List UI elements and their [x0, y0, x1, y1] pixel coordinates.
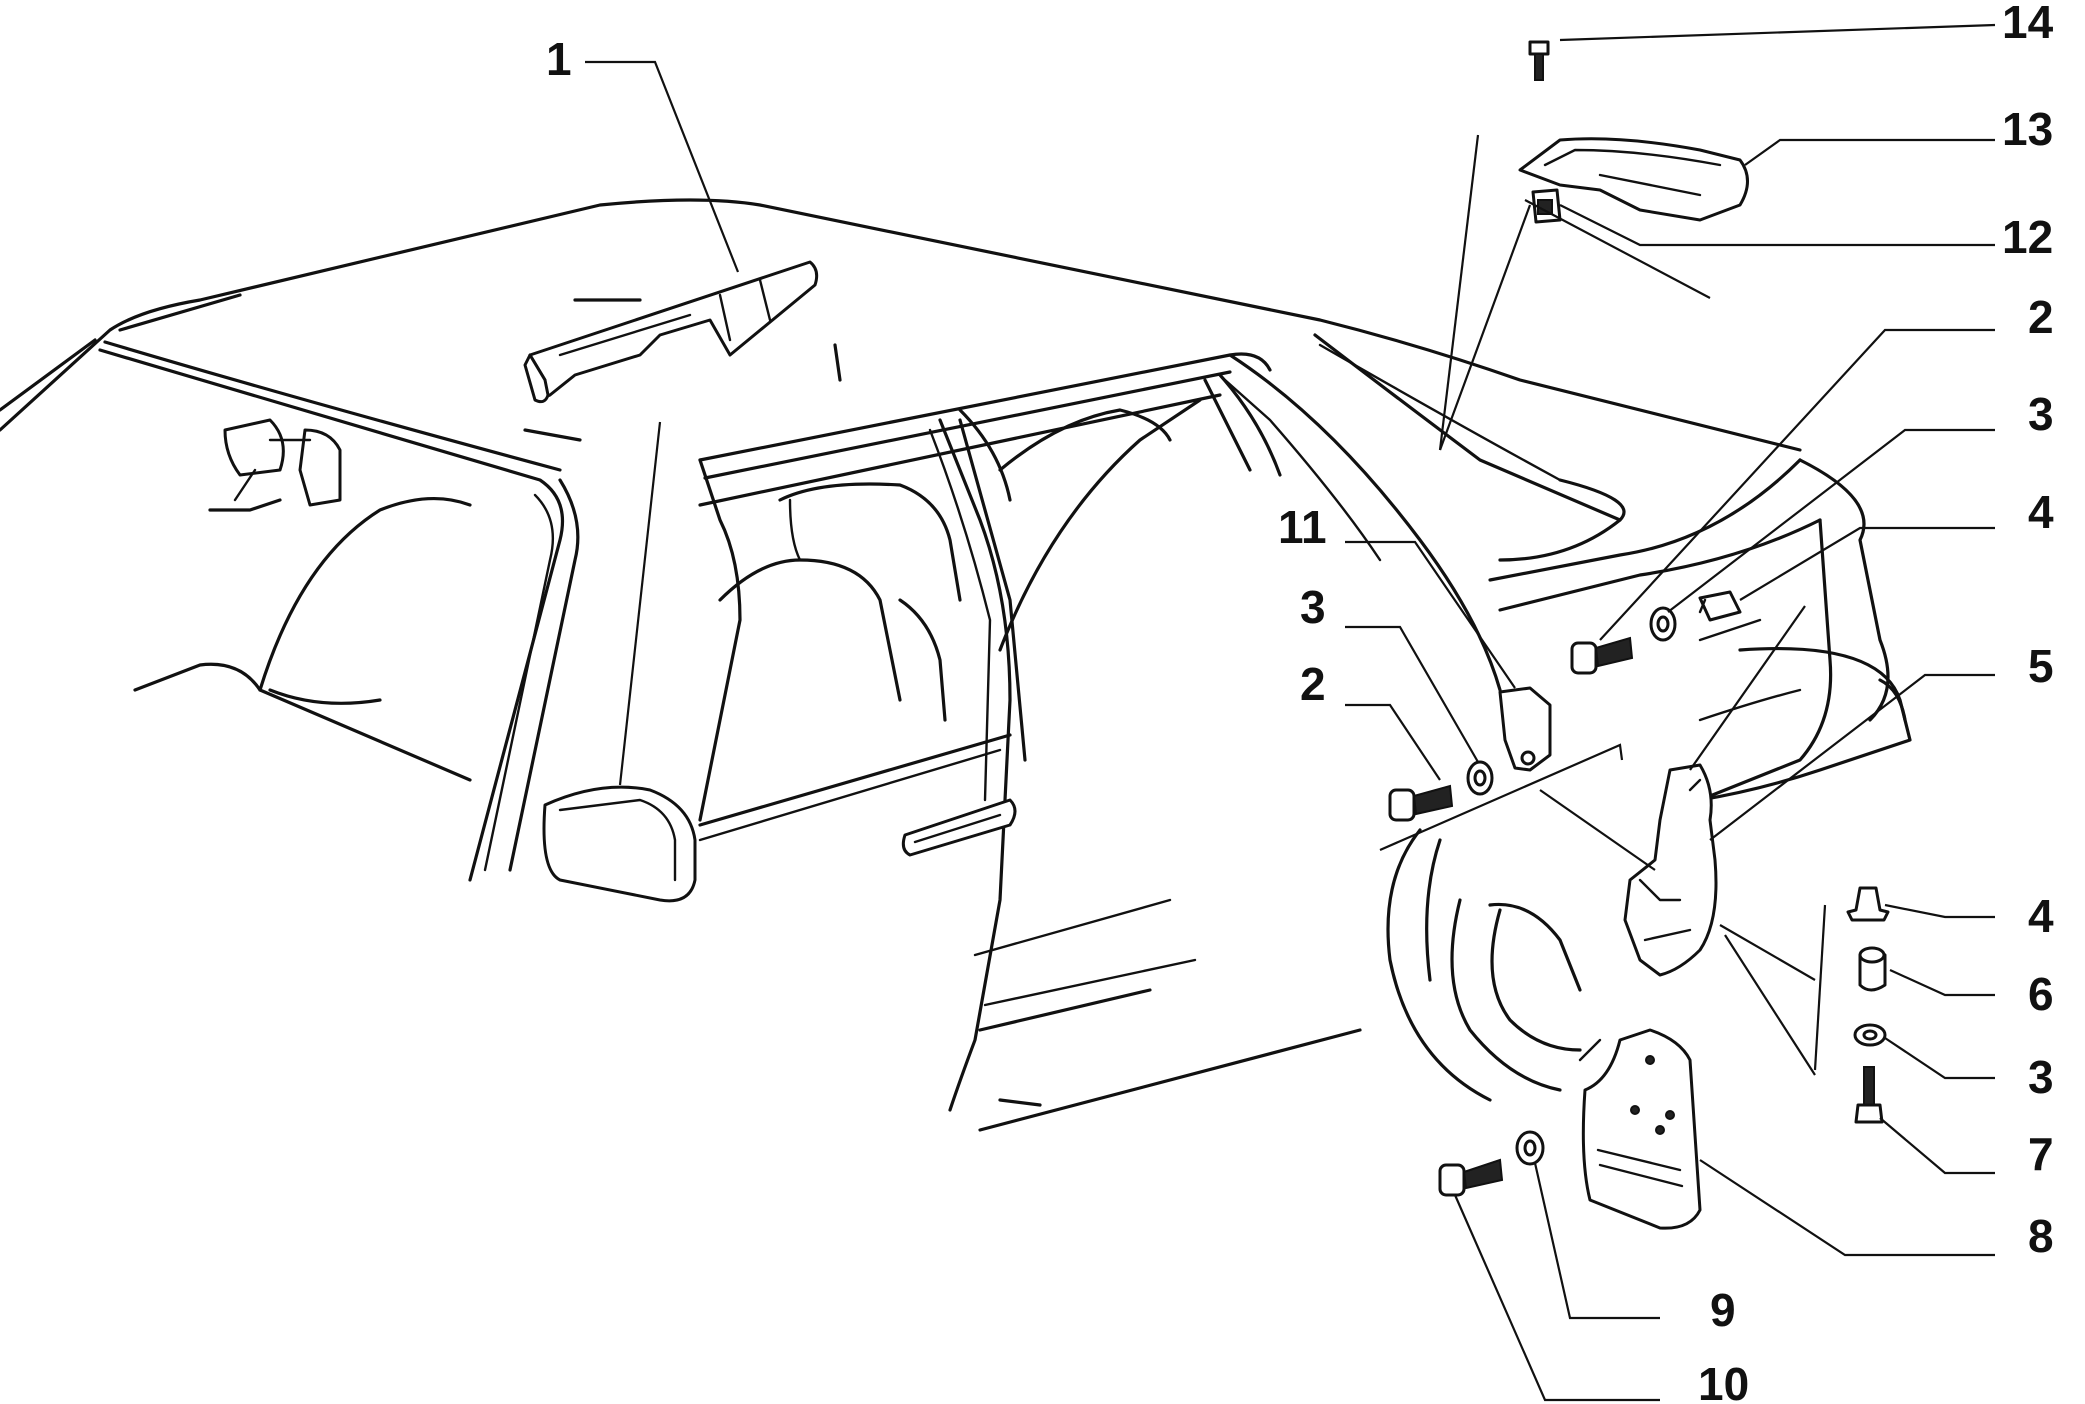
- part-10-bolt: [1438, 1158, 1504, 1197]
- callout-2-upper: 2: [2028, 291, 2054, 343]
- part-4-clip-nut-lower: [1846, 886, 1890, 922]
- callout-4-lower: 4: [2028, 890, 2054, 942]
- part-3-washer-right: [1853, 1023, 1887, 1047]
- callout-2-lower: 2: [1300, 658, 1326, 710]
- callout-3-right: 3: [2028, 1051, 2054, 1103]
- callout-10: 10: [1698, 1358, 1749, 1404]
- part-3-washer-lower: [1466, 760, 1494, 796]
- part-2-bolt-lower: [1388, 784, 1454, 822]
- part-9-washer: [1515, 1130, 1545, 1166]
- callout-14: 14: [2002, 0, 2054, 48]
- callout-labels: 1 14 13 12 2 3 4 5 11 3 2 4 6 3 7 8 9 10: [546, 0, 2054, 1404]
- callout-4-upper: 4: [2028, 486, 2054, 538]
- callout-3-upper: 3: [2028, 388, 2054, 440]
- callout-3-lower: 3: [1300, 581, 1326, 633]
- callout-8: 8: [2028, 1210, 2054, 1262]
- part-11-bracket: [1498, 686, 1552, 772]
- callout-5: 5: [2028, 640, 2054, 692]
- callout-6: 6: [2028, 968, 2054, 1020]
- callout-13: 13: [2002, 103, 2053, 155]
- part-3-washer-upper: [1649, 606, 1677, 642]
- callout-1: 1: [546, 33, 572, 85]
- part-1-roof-grab-handle: [523, 260, 819, 404]
- callout-12: 12: [2002, 211, 2053, 263]
- part-4-nut-upper: [1698, 590, 1742, 622]
- callout-11: 11: [1278, 501, 1327, 553]
- part-2-bolt-upper: [1570, 636, 1634, 675]
- part-7-screw: [1854, 1066, 1884, 1124]
- callout-7: 7: [2028, 1128, 2054, 1180]
- part-14-screw: [1528, 40, 1550, 81]
- part-5-mudflap-bracket: [1623, 763, 1718, 977]
- callout-9: 9: [1710, 1284, 1736, 1336]
- car-body-outline: [0, 198, 1912, 1132]
- part-8-mud-flap: [1581, 1028, 1702, 1230]
- part-6-spacer: [1858, 946, 1887, 992]
- leader-lines: [585, 23, 1996, 1402]
- part-13-cover-panel: [1518, 137, 1749, 222]
